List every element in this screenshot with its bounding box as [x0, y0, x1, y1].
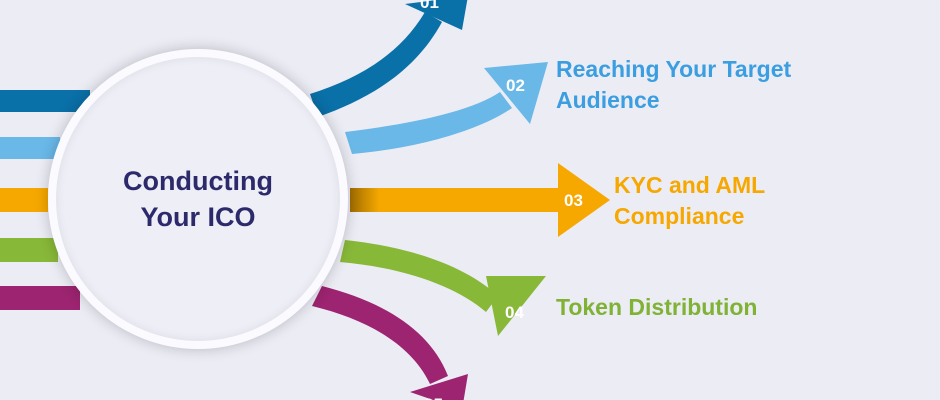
arrow-05-tail: [0, 286, 80, 310]
arrow-03-head: [558, 163, 610, 237]
center-title-line-2: Your ICO: [140, 202, 256, 232]
arrow-04: 04: [0, 238, 546, 336]
step-02-label-line-1: Reaching Your Target: [556, 56, 792, 82]
arrow-01-body: [310, 12, 442, 117]
center-title-line-1: Conducting: [123, 166, 273, 196]
arrow-04-tail: [0, 238, 58, 262]
arrow-02-head: [484, 62, 548, 124]
step-03-label-line-1: KYC and AML: [614, 172, 766, 198]
arrow-02-body: [345, 92, 512, 154]
arrow-01-number: 01: [420, 0, 439, 12]
step-04-label-line-1: Token Distribution: [556, 294, 758, 320]
arrow-02-tail: [0, 137, 60, 159]
arrow-03-number: 03: [564, 191, 583, 210]
arrow-01-head: [405, 0, 468, 30]
center-title: Conducting Your ICO: [98, 163, 298, 235]
arrow-03-tail: [0, 188, 48, 212]
arrow-05-number: 05: [424, 395, 443, 400]
arrow-03: 03: [0, 163, 610, 237]
step-03-label: KYC and AML Compliance: [614, 170, 765, 232]
step-03-label-line-2: Compliance: [614, 203, 745, 229]
arrow-04-head: [486, 276, 546, 336]
arrow-05-body: [312, 286, 448, 384]
arrow-04-body: [340, 240, 498, 312]
arrow-05: 05: [0, 286, 468, 400]
arrow-03-body: [350, 188, 562, 212]
step-02-label-line-2: Audience: [556, 87, 660, 113]
arrow-01: 01: [0, 0, 468, 117]
arrow-01-tail: [0, 90, 90, 112]
arrow-02-number: 02: [506, 76, 525, 95]
step-02-label: Reaching Your Target Audience: [556, 54, 791, 116]
arrow-05-head: [410, 374, 468, 400]
arrow-02: 02: [0, 62, 548, 159]
center-circle: Conducting Your ICO: [48, 49, 348, 349]
arrow-04-number: 04: [505, 303, 524, 322]
step-04-label: Token Distribution: [556, 292, 757, 323]
